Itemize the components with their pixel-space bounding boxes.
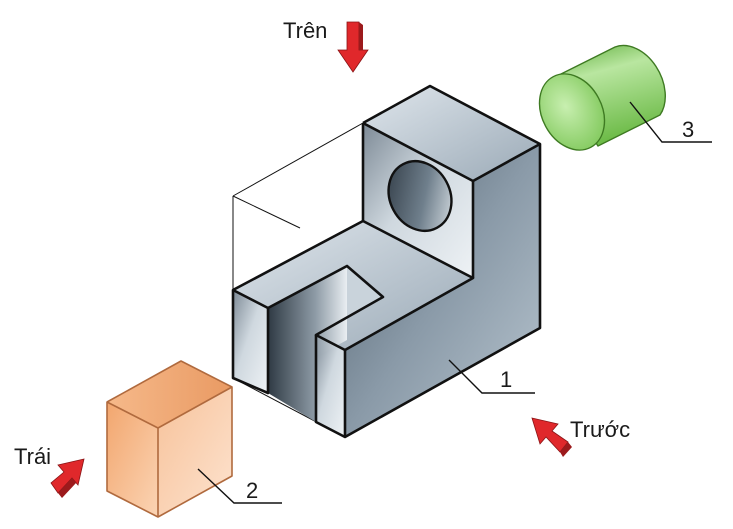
block-base-front-face	[316, 335, 345, 437]
part-3-cylinder	[538, 44, 666, 151]
arrow-left-icon	[50, 458, 85, 498]
label-part-3: 3	[682, 117, 694, 142]
block-right-face	[345, 144, 540, 437]
leader-lines	[197, 101, 712, 504]
cylinder-body	[551, 44, 666, 147]
block-upright-top-face	[363, 86, 540, 181]
label-part-1: 1	[500, 367, 512, 392]
leader-1	[448, 359, 535, 394]
block-left-prong-face	[233, 290, 268, 393]
block-base-top-face	[233, 221, 473, 350]
block-slot-wall	[268, 266, 347, 422]
cube-front-face	[107, 402, 158, 517]
block-slot-floor	[347, 266, 383, 317]
part-1-block	[231, 84, 542, 439]
label-front-view: Trước	[570, 417, 630, 442]
cube-top-face	[107, 361, 232, 428]
leader-3	[629, 101, 712, 143]
arrow-top-icon	[337, 21, 369, 73]
cylinder-end-face	[538, 73, 606, 151]
label-top-view: Trên	[283, 18, 327, 43]
part-2-cube	[106, 360, 233, 518]
block-hole	[387, 160, 453, 232]
leader-2	[197, 468, 282, 504]
label-part-2: 2	[246, 478, 258, 503]
label-left-view: Trái	[14, 444, 51, 469]
arrow-front-icon	[531, 417, 572, 457]
